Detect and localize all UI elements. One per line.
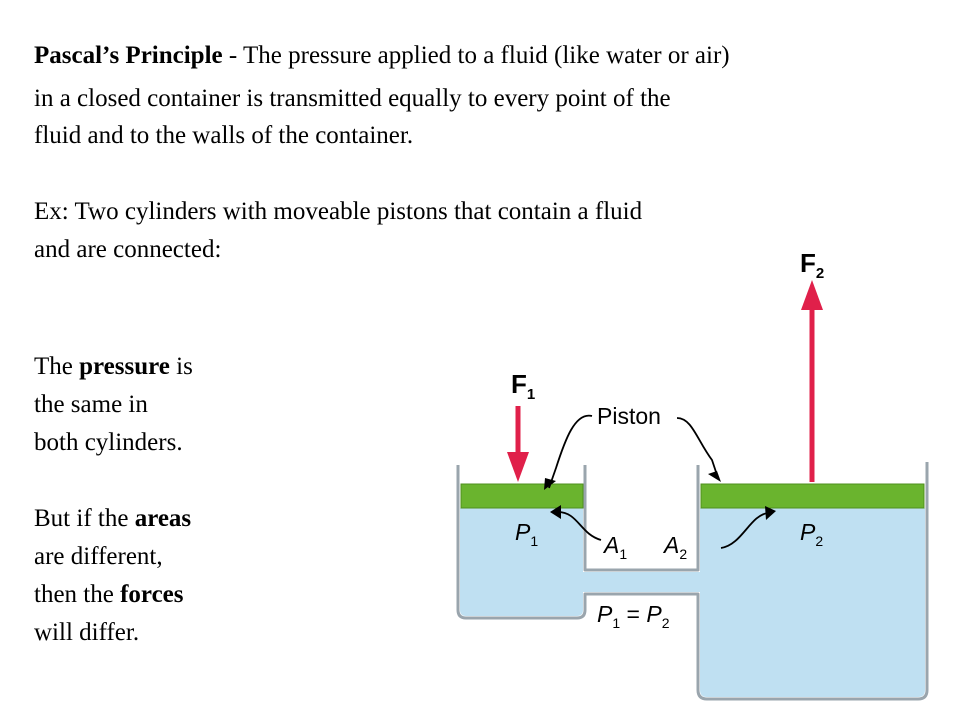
p2-label: P2 xyxy=(800,519,823,549)
f1-label: F1 xyxy=(511,369,535,403)
principle-line-1: Pascal’s Principle - The pressure applie… xyxy=(34,40,730,72)
container-wall xyxy=(583,465,700,572)
pointer-a2 xyxy=(720,512,769,549)
a1-label: A1 xyxy=(602,532,627,562)
side-line-4: But if the areas xyxy=(34,500,191,538)
example-line-2: and are connected: xyxy=(34,236,222,263)
equation-label: P1 = P2 xyxy=(597,601,670,631)
fluid xyxy=(460,508,925,697)
piston-left xyxy=(460,483,584,509)
side-text: The xyxy=(34,353,80,380)
piston-label: Piston xyxy=(597,403,661,429)
arrowhead-a1 xyxy=(550,505,561,519)
principle-line-3: fluid and to the walls of the container. xyxy=(34,122,414,149)
principle-title: Pascal’s Principle xyxy=(34,42,223,69)
side-line-3: both cylinders. xyxy=(34,429,183,456)
container-wall xyxy=(456,462,929,701)
arrowhead-piston-right xyxy=(708,471,721,482)
areas-term: areas xyxy=(134,505,192,532)
f2-label: F2 xyxy=(800,248,824,282)
arrowhead-piston-left xyxy=(544,478,556,490)
forces-term: forces xyxy=(120,581,184,608)
side-line-1: The pressure is xyxy=(34,348,193,386)
pointer-arrows xyxy=(548,414,769,549)
pointer-a1 xyxy=(557,511,602,541)
side-text: is xyxy=(169,353,193,380)
a2-label: A2 xyxy=(662,532,687,562)
side-line-7: will differ. xyxy=(34,619,140,646)
principle-text-1: - The pressure applied to a fluid (like … xyxy=(222,42,730,69)
force-arrowhead-f2 xyxy=(801,280,823,310)
arrowhead-a2 xyxy=(765,506,776,520)
side-text: But if the xyxy=(34,505,135,532)
p1-label: P1 xyxy=(515,519,538,549)
side-line-5: are different, xyxy=(34,543,163,570)
piston-right xyxy=(700,483,925,509)
pressure-term: pressure xyxy=(79,353,170,380)
example-line-1: Ex: Two cylinders with moveable pistons … xyxy=(34,198,643,225)
principle-line-2: in a closed container is transmitted equ… xyxy=(34,85,671,112)
pointer-arrowheads xyxy=(544,471,776,520)
pointer-piston-left xyxy=(548,414,593,489)
force-arrowhead-f1 xyxy=(507,452,529,482)
side-text: then the xyxy=(34,581,121,608)
pointer-piston-right xyxy=(676,417,719,479)
side-line-2: the same in xyxy=(34,391,148,418)
side-line-6: then the forces xyxy=(34,576,184,614)
